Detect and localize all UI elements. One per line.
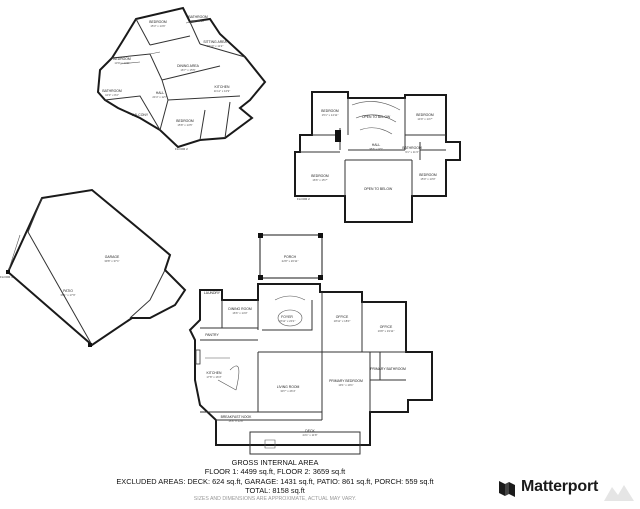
room-dims: 16'8" x 19'11" <box>378 329 395 333</box>
room-dims: 30'7" x 26'4" <box>280 389 295 393</box>
room-label: BEDROOM <box>419 173 437 177</box>
room-dims: 44'1" x 11'8" <box>302 433 317 437</box>
room-label: BEDROOM <box>149 20 167 24</box>
room-dims: 11'11" x 10'9" <box>214 89 230 93</box>
room-dims: 15'6" x 13'8" <box>228 419 243 423</box>
room-dims: 38'6" x 9'5" <box>369 147 383 151</box>
room-dims: 18'11" x 20'1" <box>279 319 296 323</box>
disclaimer-note: SIZES AND DIMENSIONS ARE APPROXIMATE, AC… <box>193 496 357 503</box>
room-dims: 18'10" x 11'2" <box>207 44 224 48</box>
room-dims: 9'1" x 9'10" <box>191 19 205 23</box>
room-dims: 14'9" x 14'7" <box>417 117 432 121</box>
room-dims: 16'7" x 15'5" <box>180 68 195 72</box>
room-label: BEDROOM <box>416 113 434 117</box>
room-label: FOYER <box>281 315 293 319</box>
room-label: PRIMARY BEDROOM <box>329 379 363 383</box>
room-dims: 35'1" x 17'9" <box>60 293 75 297</box>
room-label: BATHROOM <box>402 146 422 150</box>
room-label: PATIO <box>63 289 73 293</box>
room-label: PANTRY <box>205 333 219 337</box>
room-label: KITCHEN <box>207 371 222 375</box>
room-label: BATHROOM <box>102 89 122 93</box>
room-label: BREAKFAST NOOK <box>221 415 253 419</box>
mls-watermark-icon <box>604 485 634 501</box>
matterport-logo-icon <box>499 481 515 497</box>
room-dims: 17'8" x 16'3" <box>206 375 221 379</box>
total-area: TOTAL: 8158 sq.ft <box>245 485 305 495</box>
room-label: BEDROOM <box>311 174 329 178</box>
room-dims: 16'6" x 15'7" <box>312 178 327 182</box>
brand-name: Matterport <box>521 478 599 495</box>
brand-logo: Matterport <box>497 476 598 498</box>
room-label: OPEN TO BELOW <box>362 115 391 119</box>
room-label: KITCHEN <box>215 85 230 89</box>
room-dims: 22'8" x 26'11" <box>282 259 299 263</box>
room-label: PORCH <box>284 255 297 259</box>
room-label: HALL <box>156 91 165 95</box>
room-label: BATHROOM <box>188 15 208 19</box>
room-label: OFFICE <box>336 315 349 319</box>
room-dims: 19'1" x 19'1" <box>338 383 353 387</box>
room-dims: 18'11" x 18'0" <box>334 319 351 323</box>
room-label: SITTING AREA <box>203 40 227 44</box>
room-label: PRIMARY BATHROOM <box>370 367 406 371</box>
room-dims: 15'3" x 14'6" <box>150 24 165 28</box>
excluded-areas: EXCLUDED AREAS: DECK: 624 sq.ft, GARAGE:… <box>116 476 434 486</box>
area-heading: GROSS INTERNAL AREA <box>231 458 319 467</box>
room-label: BEDROOM <box>176 119 194 123</box>
area-summary: GROSS INTERNAL AREA FLOOR 1: 4499 sq.ft,… <box>60 458 490 503</box>
floor-1: GARAGE 39'8" x 37'1" PATIO 35'1" x 17'9"… <box>0 188 433 455</box>
room-dims: 15'8" x 14'5" <box>177 123 192 127</box>
room-dims: 15'1" x 14'11" <box>322 113 339 117</box>
room-dims: 9'1" x 11'3" <box>405 150 419 154</box>
floor-2-main: BEDROOM 15'1" x 14'11" OPEN TO BELOW BED… <box>294 91 461 223</box>
room-label: OPEN TO BELOW <box>364 187 393 191</box>
room-label: LIVING ROOM <box>277 385 300 389</box>
room-label: DINING AREA <box>177 64 200 68</box>
room-dims: 13'9" x 17'5" <box>114 61 129 65</box>
room-dims: 16'6" x 14'0" <box>232 311 247 315</box>
floor-label: FLOOR 2 <box>297 197 310 201</box>
floor-areas: FLOOR 1: 4499 sq.ft, FLOOR 2: 3659 sq.ft <box>204 467 346 477</box>
room-label: DECK <box>305 429 315 433</box>
room-label: DINING ROOM <box>228 307 252 311</box>
room-dims: 10'0" x 8'2" <box>105 93 119 97</box>
room-label: GARAGE <box>105 255 120 259</box>
room-dims: 39'8" x 37'1" <box>104 259 119 263</box>
room-label: OFFICE <box>380 325 393 329</box>
room-dims: 15'0" x 13'0" <box>420 177 435 181</box>
room-label: BALCONY <box>132 113 149 117</box>
floor-label: FLOOR 1 <box>0 275 13 279</box>
room-label: BEDROOM <box>113 57 131 61</box>
room-label: HALL <box>372 143 381 147</box>
floor-2-west-wing: BEDROOM 15'3" x 14'6" BATHROOM 9'1" x 9'… <box>96 6 267 151</box>
room-label: LAUNDRY <box>204 291 221 295</box>
floor-label: FLOOR 2 <box>175 147 188 151</box>
room-label: BEDROOM <box>321 109 339 113</box>
room-dims: 24'4" x 12'7" <box>152 95 167 99</box>
